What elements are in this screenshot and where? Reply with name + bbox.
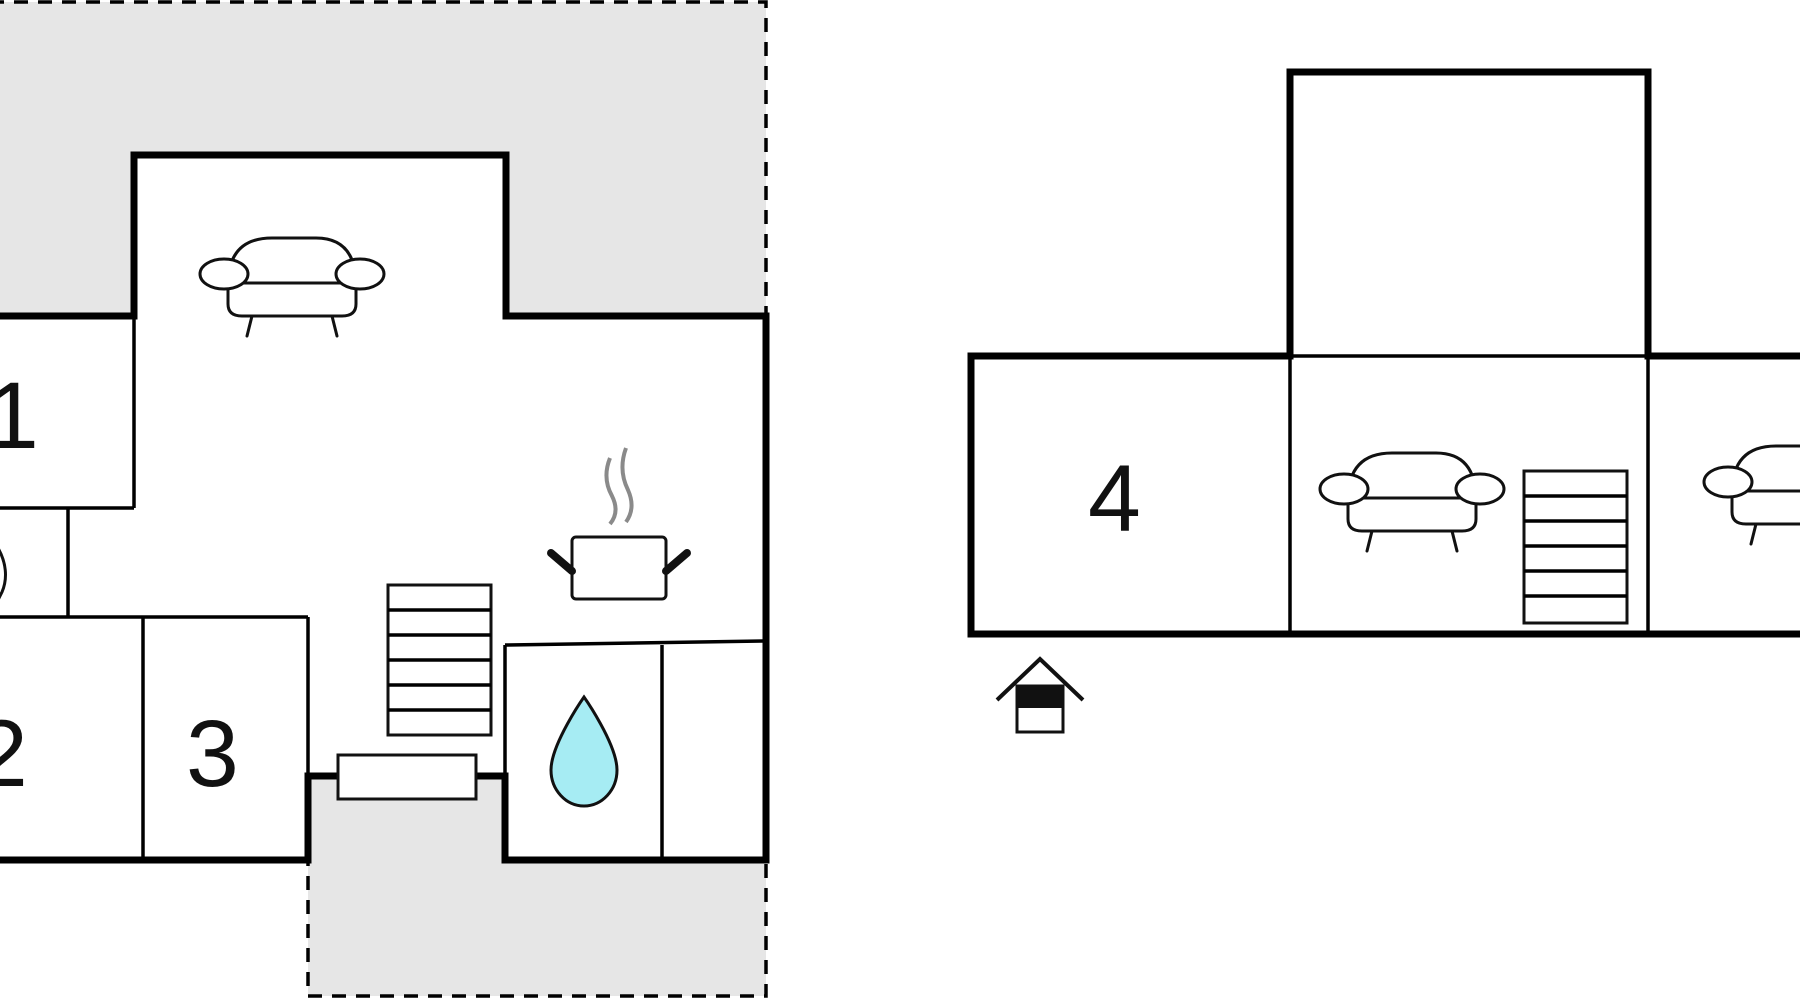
interior-walls-right (1288, 354, 1650, 634)
sofa-icon (1702, 444, 1800, 546)
sofa-icon (198, 236, 386, 338)
stairs-icon (386, 583, 493, 737)
room-number-4: 4 (1088, 446, 1141, 552)
window-icon (336, 753, 478, 801)
stairs-icon (1522, 469, 1629, 625)
floor-plan-left: 1 2 3 (0, 0, 770, 998)
room-number-3: 3 (186, 701, 239, 807)
floor-plan-right: 4 (967, 68, 1800, 734)
cooking-pot-icon (547, 447, 691, 601)
room-number-2: 2 (0, 701, 28, 807)
exterior-wall-right-house (967, 68, 1800, 638)
bathroom-water-drop-icon (549, 694, 619, 808)
interior-walls-left (0, 316, 767, 860)
bathroom-water-drop-icon (0, 548, 7, 600)
entrance-icon (995, 656, 1085, 734)
exterior-wall-left-house (0, 151, 770, 864)
room-number-1: 1 (0, 363, 39, 469)
sofa-icon (1318, 451, 1506, 553)
